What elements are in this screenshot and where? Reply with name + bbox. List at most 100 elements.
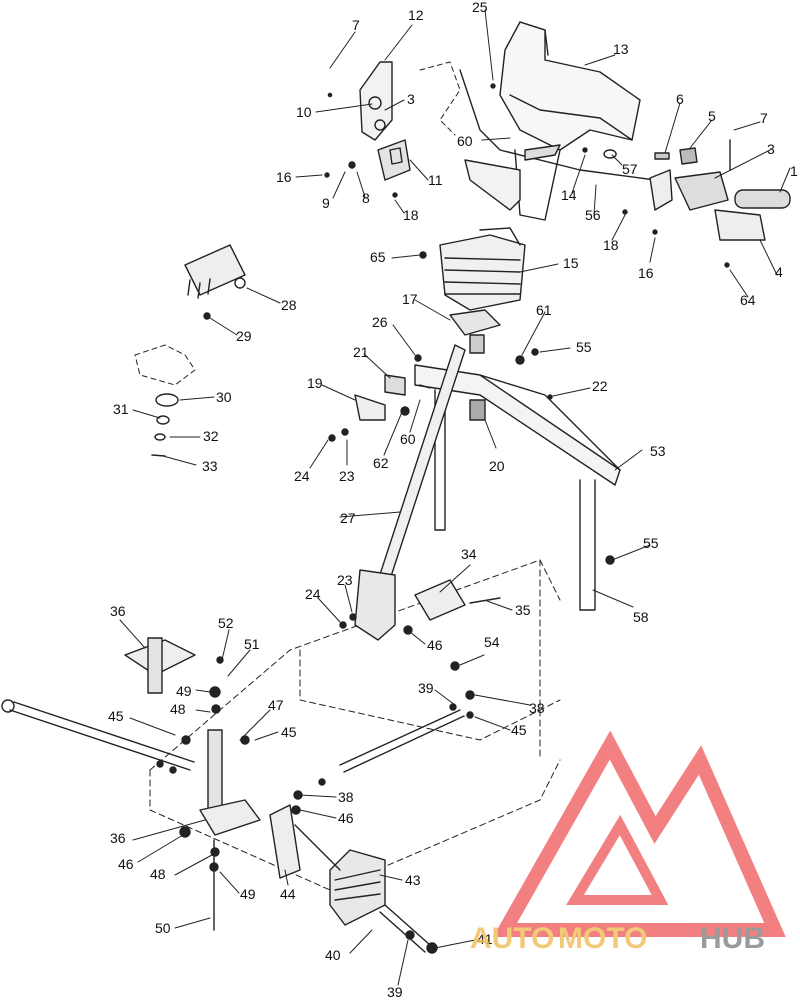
steering-column	[354, 344, 466, 641]
label-7b: 7	[760, 110, 768, 126]
label-49: 49	[176, 683, 192, 699]
watermark-text-hub: HUB	[700, 922, 765, 955]
label-24: 24	[294, 468, 310, 484]
label-38: 38	[529, 700, 545, 716]
label-18b: 18	[603, 237, 619, 253]
label-13: 13	[613, 41, 629, 57]
linkage-rods	[1, 699, 465, 773]
label-12: 12	[408, 7, 424, 23]
label-20: 20	[489, 458, 505, 474]
label-21: 21	[353, 344, 369, 360]
watermark-text-auto: AUTO	[470, 922, 554, 955]
label-11: 11	[428, 172, 443, 188]
label-8: 8	[362, 190, 370, 206]
label-39: 39	[418, 680, 434, 696]
label-36b: 36	[110, 830, 126, 846]
label-17: 17	[402, 291, 418, 307]
label-44: 44	[280, 886, 296, 902]
label-46b: 46	[338, 810, 354, 826]
label-60b: 60	[400, 431, 416, 447]
label-36: 36	[110, 603, 126, 619]
label-50: 50	[155, 920, 171, 936]
frame-outline	[149, 559, 561, 891]
tank-block	[439, 227, 526, 311]
label-9: 9	[322, 195, 330, 211]
label-48b: 48	[150, 866, 166, 882]
label-62: 62	[373, 455, 389, 471]
label-55b: 55	[643, 535, 659, 551]
label-4: 4	[775, 264, 783, 280]
label-27: 27	[340, 510, 356, 526]
label-33: 33	[202, 458, 218, 474]
label-38b: 38	[338, 789, 354, 805]
label-23b: 23	[337, 572, 353, 588]
clamp-bracket	[354, 374, 431, 421]
label-55: 55	[576, 339, 592, 355]
small-block	[134, 244, 246, 457]
label-18: 18	[403, 207, 419, 223]
fasteners	[156, 83, 730, 954]
label-3b: 3	[767, 141, 775, 157]
label-60: 60	[457, 133, 473, 149]
label-48: 48	[170, 701, 186, 717]
label-32: 32	[203, 428, 219, 444]
label-14: 14	[561, 187, 577, 203]
label-61: 61	[536, 302, 552, 318]
label-16b: 16	[638, 265, 654, 281]
label-51: 51	[244, 636, 260, 652]
label-64: 64	[740, 292, 756, 308]
leader-lines	[119, 9, 791, 986]
label-23: 23	[339, 468, 355, 484]
cross-beam	[414, 364, 621, 611]
label-16: 16	[276, 169, 292, 185]
right-pivot-assembly	[603, 139, 791, 241]
part-labels: 7 12 25 13 10 3 6 5 7 60 57 3 1 16 9 8 1…	[108, 0, 798, 1000]
label-6: 6	[676, 91, 684, 107]
label-43: 43	[405, 872, 421, 888]
column-clamp	[449, 309, 501, 354]
label-45c: 45	[281, 724, 297, 740]
label-56: 56	[585, 207, 601, 223]
label-53: 53	[650, 443, 666, 459]
label-41: 41	[477, 931, 493, 947]
label-47: 47	[268, 697, 284, 713]
label-46c: 46	[118, 856, 134, 872]
label-10: 10	[296, 104, 312, 120]
label-52: 52	[218, 615, 234, 631]
seat-bracket	[459, 69, 656, 211]
label-35: 35	[515, 602, 531, 618]
label-19: 19	[307, 375, 323, 391]
mount-plate	[414, 579, 501, 621]
automotohub-logo: AUTO MOTO HUB	[470, 730, 786, 955]
label-40: 40	[325, 947, 341, 963]
label-58: 58	[633, 609, 649, 625]
label-46: 46	[427, 637, 443, 653]
label-57: 57	[622, 161, 638, 177]
label-24b: 24	[305, 586, 321, 602]
label-5: 5	[708, 108, 716, 124]
upper-left-bracket	[359, 61, 411, 181]
label-54: 54	[484, 634, 500, 650]
label-25: 25	[472, 0, 488, 15]
label-49b: 49	[240, 886, 256, 902]
label-1: 1	[790, 163, 798, 179]
label-34: 34	[461, 546, 477, 562]
label-65: 65	[370, 249, 386, 265]
label-28: 28	[281, 297, 297, 313]
label-29: 29	[236, 328, 252, 344]
label-26: 26	[372, 314, 388, 330]
label-45b: 45	[511, 722, 527, 738]
label-15: 15	[563, 255, 579, 271]
label-7: 7	[352, 17, 360, 33]
label-22: 22	[592, 378, 608, 394]
label-31: 31	[113, 401, 129, 417]
watermark-text-moto: MOTO	[558, 922, 647, 955]
label-3: 3	[407, 91, 415, 107]
label-30: 30	[216, 389, 232, 405]
pedal-post	[124, 637, 261, 931]
shift-boot	[269, 804, 431, 953]
label-39b: 39	[387, 984, 403, 999]
label-45: 45	[108, 708, 124, 724]
